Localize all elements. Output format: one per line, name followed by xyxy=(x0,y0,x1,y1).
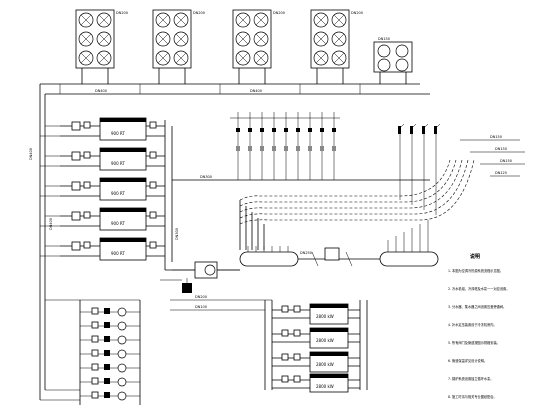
design-notes: 说明 1. 本图为空调冷热源系统流程示意图。 2. 冷水机组、冷却塔及水泵一一对… xyxy=(448,253,509,399)
cooling-tower: DN200 xyxy=(232,9,285,69)
tower-pipe-label: DN200 xyxy=(273,11,285,15)
chiller-capacity: 900 RT xyxy=(111,131,125,136)
note-line: 4. 补水定压装置设于冷冻机房内。 xyxy=(448,322,497,327)
note-line: 3. 分水器、集水器之间设置压差旁通阀。 xyxy=(448,304,506,309)
note-line: 8. 施工时请与相关专业图纸配合。 xyxy=(448,394,497,399)
chiller-capacity: 900 RT xyxy=(111,251,125,256)
chiller-capacity: 900 RT xyxy=(111,221,125,226)
boiler: 2800 kW xyxy=(272,303,360,325)
pump-row xyxy=(80,363,140,373)
pump-row xyxy=(80,377,140,387)
boiler-group: DN200 DN100 2800 kW 2800 kW 2800 kW xyxy=(170,295,368,393)
cooling-tower-group: DN200 DN200 DN200 DN200 xyxy=(75,9,413,84)
pipe-label: DN250 xyxy=(300,251,312,255)
cooling-tower: DN200 xyxy=(75,9,128,69)
pump-row xyxy=(80,335,140,345)
terminal-branches: DN150 DN150 DN150 DN125 xyxy=(397,123,525,215)
boiler-capacity: 2800 kW xyxy=(316,338,334,343)
water-distributor xyxy=(379,220,439,267)
chiller-capacity: 900 RT xyxy=(111,161,125,166)
boiler: 2800 kW xyxy=(272,373,360,393)
pipe-label: DN400 xyxy=(95,89,107,93)
pump-row xyxy=(80,321,140,331)
makeup-water-unit xyxy=(160,261,240,293)
boiler: 2800 kW xyxy=(272,351,360,373)
water-headers: DN250 xyxy=(160,220,439,293)
cooling-tower: DN150 xyxy=(373,37,413,73)
chiller-capacity: 900 RT xyxy=(111,191,125,196)
supply-return-headers: DN300 DN150 xyxy=(165,112,525,271)
pipe-label: DN400 xyxy=(49,218,53,230)
notes-title: 说明 xyxy=(470,253,480,260)
note-line: 6. 管道保温详见设计说明。 xyxy=(448,358,487,363)
pump-row xyxy=(80,349,140,359)
note-line: 2. 冷水机组、冷却塔及水泵一一对应设置。 xyxy=(448,286,509,291)
note-line: 7. 锅炉系统设置独立循环水泵。 xyxy=(448,376,494,381)
pipe-label: DN400 xyxy=(250,89,262,93)
pump-row xyxy=(80,391,140,401)
boiler-capacity: 2800 kW xyxy=(316,384,334,389)
pipe-label: DN100 xyxy=(195,305,207,309)
pipe-label: DN300 xyxy=(200,175,212,179)
chiller: 900 RT xyxy=(60,207,165,231)
pipe-label: DN125 xyxy=(495,171,507,175)
chiller-group: 900 RT 900 RT 900 RT xyxy=(40,117,179,270)
pipe-label: DN150 xyxy=(495,147,507,151)
cooling-tower: DN200 xyxy=(152,9,205,69)
chiller: 900 RT xyxy=(60,177,165,201)
cooling-water-mains: DN400 DN400 DN400 DN400 xyxy=(29,83,430,400)
boiler-capacity: 2800 kW xyxy=(316,314,334,319)
pipe-label: DN150 xyxy=(490,135,502,139)
chiller: 900 RT xyxy=(60,117,165,141)
water-collector xyxy=(239,246,299,267)
chiller: 900 RT xyxy=(60,147,165,171)
tower-pipe-label: DN150 xyxy=(378,37,390,41)
pump-row xyxy=(80,307,140,317)
pump-array xyxy=(40,299,141,405)
tower-pipe-label: DN200 xyxy=(116,11,128,15)
note-line: 1. 本图为空调冷热源系统流程示意图。 xyxy=(448,268,503,273)
chiller: 900 RT xyxy=(60,237,165,261)
tower-pipe-label: DN200 xyxy=(351,11,363,15)
tower-pipe-label: DN200 xyxy=(193,11,205,15)
pipe-label: DN150 xyxy=(500,159,512,163)
note-line: 5. 所有阀门及管道按图示规格安装。 xyxy=(448,340,500,345)
cooling-tower: DN200 xyxy=(310,9,363,69)
pipe-label: DN400 xyxy=(29,148,33,160)
pipe-label: DN200 xyxy=(195,295,207,299)
boiler-capacity: 2800 kW xyxy=(316,362,334,367)
boiler: 2800 kW xyxy=(272,327,360,349)
branch-valve-group xyxy=(230,112,340,180)
pipe-label: DN300 xyxy=(175,228,179,240)
